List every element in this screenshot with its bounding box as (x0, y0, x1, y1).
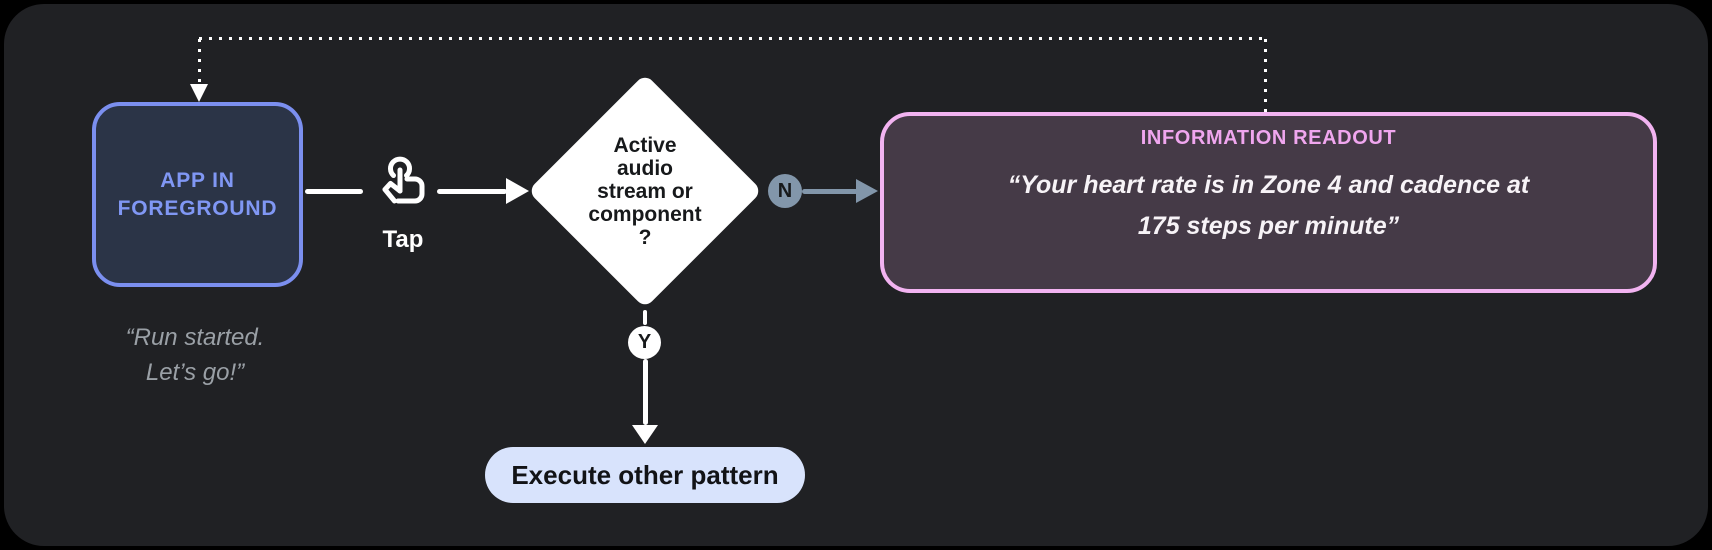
readout-title: INFORMATION READOUT (1140, 127, 1397, 149)
connector-start-to-tap (305, 189, 363, 194)
readout-quote-line2: 175 steps per minute” (1137, 212, 1400, 240)
connector-tap-to-decision (437, 189, 507, 194)
execute-arrowhead-icon (632, 425, 658, 444)
app-in-foreground-label-line2: FOREGROUND (117, 196, 278, 220)
readout-quote-line1: “Your heart rate is in Zone 4 and cadenc… (1007, 171, 1530, 199)
branch-yes-badge: Y (628, 326, 661, 359)
connector-decision-to-yes (643, 310, 647, 325)
decision-arrowhead-icon (506, 178, 529, 204)
tap-label: Tap (382, 226, 424, 253)
node-app-in-foreground: APP IN FOREGROUND (92, 102, 303, 287)
node-information-readout: INFORMATION READOUT “Your heart rate is … (880, 112, 1657, 293)
decision-line1: Active (613, 133, 677, 157)
tap-gesture-icon (382, 156, 425, 204)
connector-feedback-horizontal (199, 37, 1268, 40)
start-caption-line2: Let’s go!” (145, 359, 245, 386)
readout-quote: “Your heart rate is in Zone 4 and cadenc… (884, 165, 1653, 247)
decision-line2: audio (617, 156, 673, 180)
decision-line5: ? (638, 225, 652, 249)
connector-feedback-left-drop (198, 39, 201, 85)
decision-line3: stream or (597, 179, 693, 203)
connector-feedback-right-drop (1264, 39, 1267, 112)
feedback-arrowhead-icon (190, 84, 208, 102)
branch-no-badge: N (768, 174, 802, 208)
node-execute-other-pattern: Execute other pattern (485, 447, 805, 503)
start-caption-line1: “Run started. (125, 324, 265, 351)
connector-yes-to-execute (643, 359, 648, 425)
readout-arrowhead-icon (856, 179, 878, 203)
connector-no-to-readout (802, 189, 858, 194)
node-decision-active-audio: Active audio stream or component ? (527, 73, 763, 309)
app-in-foreground-label-line1: APP IN (160, 168, 235, 192)
decision-line4: component (588, 202, 702, 226)
start-voice-caption: “Run started. Let’s go!” (55, 320, 335, 390)
